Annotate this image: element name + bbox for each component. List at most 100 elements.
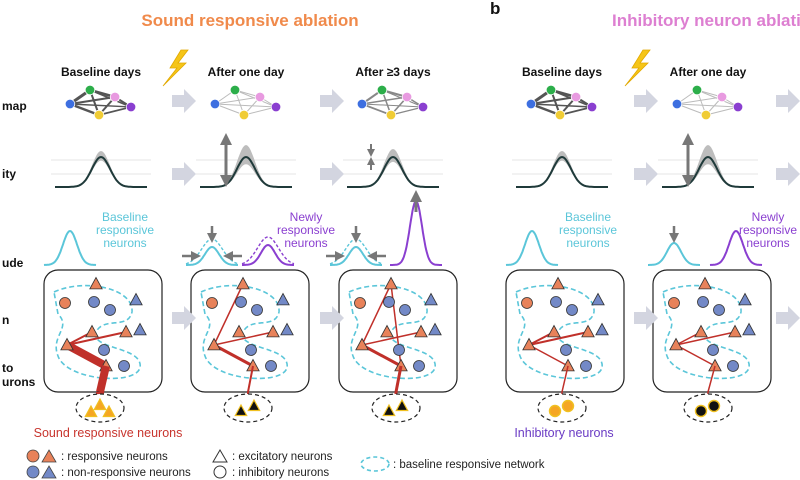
baseline-network-outline [53, 284, 141, 380]
network-neuron-circle [206, 297, 218, 309]
network-neuron-triangle [276, 292, 290, 306]
network-neuron-triangle [207, 337, 221, 351]
projection-cluster-2 [371, 365, 421, 423]
network-neuron-triangle [380, 324, 394, 338]
network-neuron-triangle [728, 324, 742, 338]
map-edge [559, 106, 593, 116]
functional-map-4 [671, 84, 744, 121]
network-neuron-triangle [738, 292, 752, 306]
network-neuron-triangle [547, 324, 561, 338]
amp-newly-2 [390, 190, 442, 266]
legend-non-responsive-triangle [41, 465, 57, 479]
projection-cluster-4 [683, 365, 733, 423]
legend-excitatory-label: : excitatory neurons [232, 451, 333, 463]
functional-map-3 [525, 84, 598, 121]
network-neuron-circle [98, 344, 110, 356]
progression-arrow [776, 162, 800, 186]
network-neuron-triangle [355, 337, 369, 351]
progression-arrows [172, 89, 800, 330]
activity-curves [51, 133, 758, 188]
network-neuron-triangle [384, 276, 398, 290]
map-node [525, 98, 537, 110]
network-neuron-circle [235, 296, 247, 308]
cluster-neuron-triangle [84, 404, 98, 418]
amp-curve [186, 245, 238, 266]
cluster-outline [683, 393, 733, 423]
network-neuron-circle [245, 344, 257, 356]
map-node [545, 84, 557, 96]
cluster-neuron-triangle [395, 398, 409, 412]
label-baseline-responsive-right: Baseline responsive neurons [559, 210, 617, 250]
col-after-one-left: After one day [208, 65, 285, 79]
map-edge [705, 106, 739, 116]
baseline-network-outline [662, 284, 750, 380]
legend-responsive-circle [26, 449, 40, 463]
network-neuron-circle [521, 297, 533, 309]
map-edge [676, 103, 739, 108]
amp-curve [43, 229, 97, 266]
network-neuron-triangle [60, 337, 74, 351]
projection-line [707, 365, 716, 393]
map-edge [98, 106, 132, 116]
amp-curve [242, 243, 294, 266]
amp-baseline-4 [648, 226, 700, 266]
projection-cluster-0 [75, 365, 125, 423]
map-node [229, 84, 241, 96]
activity-variance-band [347, 149, 439, 187]
functional-map-0 [64, 84, 137, 121]
activity-variance-band [516, 151, 608, 187]
progression-arrow [172, 306, 196, 330]
network-edge [213, 331, 274, 346]
legend-responsive-label: : responsive neurons [61, 451, 168, 463]
map-node [691, 84, 703, 96]
network-neuron-circle [88, 296, 100, 308]
network-neuron-circle [713, 304, 725, 316]
network-neuron-circle [413, 360, 425, 372]
map-edge [361, 103, 424, 108]
map-edge [530, 103, 593, 108]
activity-panel-4 [658, 133, 758, 188]
functional-map-1 [209, 84, 282, 121]
map-node [238, 109, 250, 121]
network-neuron-triangle [414, 324, 428, 338]
network-neuron-triangle [280, 322, 294, 336]
map-node [64, 98, 76, 110]
network-edge [390, 283, 400, 351]
projection-clusters [75, 365, 733, 423]
network-neuron-triangle [522, 337, 536, 351]
network-neuron-circle [59, 297, 71, 309]
network-panel-3 [505, 269, 625, 393]
amp-curve-dashed [241, 236, 295, 265]
row-label-to: to [2, 361, 13, 375]
network-neuron-triangle [581, 324, 595, 338]
row-label-urons: urons [2, 375, 36, 389]
svg-text:neurons: neurons [746, 236, 789, 250]
row-label-ude: ude [2, 256, 24, 270]
network-neuron-triangle [561, 358, 575, 372]
progression-arrow [320, 89, 344, 113]
map-node [570, 91, 582, 103]
projection-line [561, 365, 569, 393]
panel-letter-b: b [490, 0, 500, 18]
network-neuron-triangle [236, 276, 250, 290]
col-baseline-right: Baseline days [522, 65, 602, 79]
svg-text:Baseline: Baseline [565, 210, 611, 224]
cluster-outline [371, 393, 421, 423]
progression-arrow [634, 162, 658, 186]
map-node [270, 101, 282, 113]
activity-panel-3 [512, 151, 612, 188]
amp-curve [330, 245, 382, 266]
network-neuron-triangle [232, 324, 246, 338]
row-label-n: n [2, 313, 9, 327]
amp-newly-4 [709, 229, 763, 266]
map-node [700, 109, 712, 121]
network-neuron-circle [727, 360, 739, 372]
projection-cluster-3 [537, 365, 587, 423]
label-newly-responsive-left: Newly responsive neurons [277, 210, 335, 250]
network-neuron-circle [265, 360, 277, 372]
progression-arrow [172, 89, 196, 113]
network-neuron-triangle [133, 322, 147, 336]
lightning-bolt-icon-left [162, 49, 189, 87]
svg-text:responsive: responsive [559, 223, 617, 237]
activity-variance-band [200, 145, 292, 187]
